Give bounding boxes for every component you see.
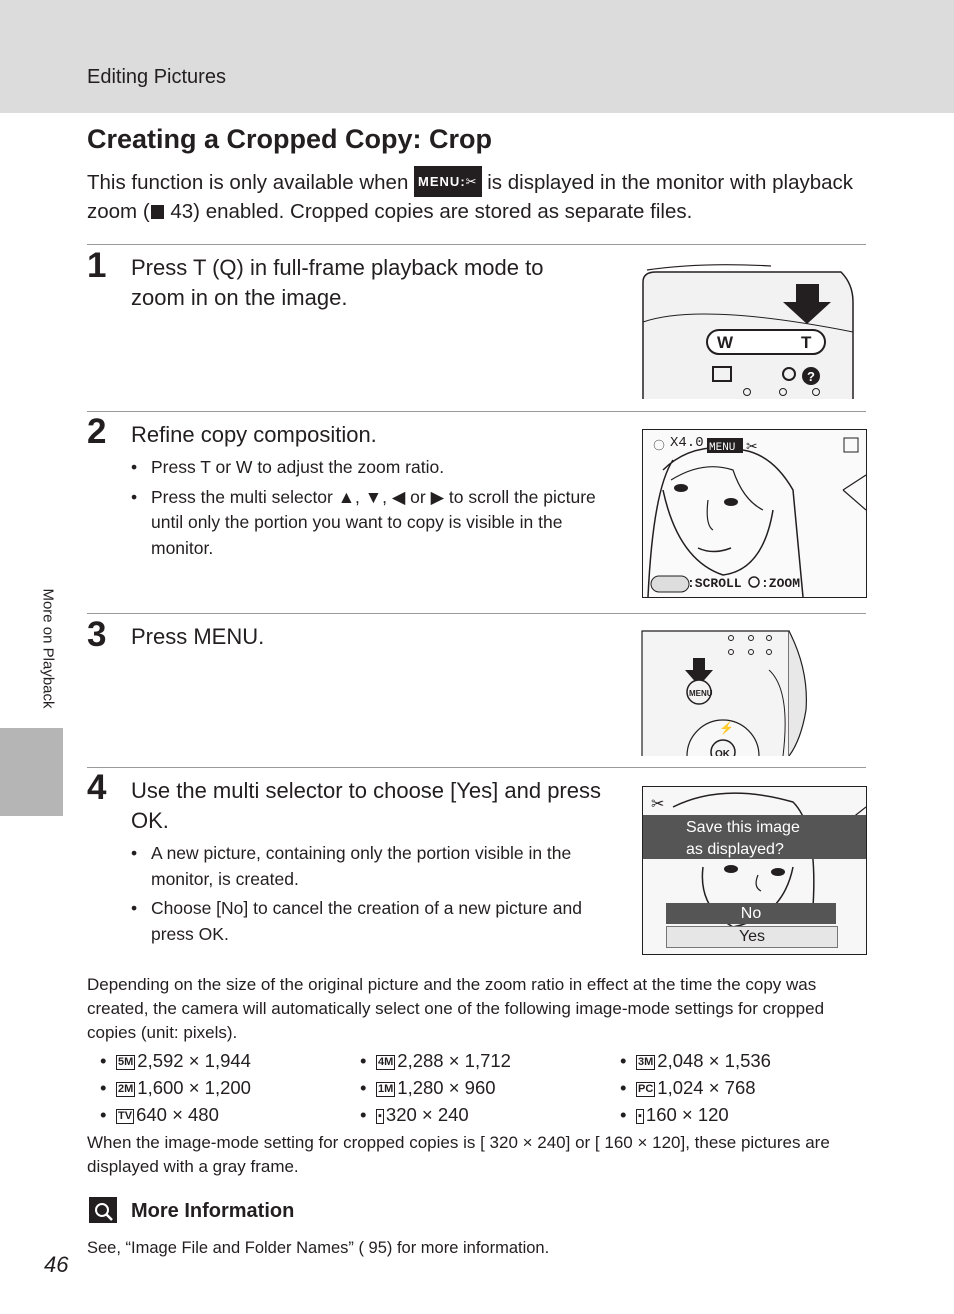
step-number: 1 (87, 246, 107, 285)
divider (87, 244, 866, 245)
dialog-banner (643, 815, 866, 859)
step-number: 2 (87, 412, 107, 451)
step-number: 3 (87, 615, 107, 654)
size-item: PC1,024 × 768 (620, 1077, 755, 1099)
size-item: 2M1,600 × 1,200 (100, 1077, 251, 1099)
page-number: 46 (44, 1252, 69, 1277)
bullet-item: Press T or W to adjust the zoom ratio. (131, 455, 616, 481)
size-item: 5M2,592 × 1,944 (100, 1050, 251, 1072)
svg-text:?: ? (807, 369, 815, 384)
page-title: Creating a Cropped Copy: Crop (87, 124, 493, 154)
step-bullets: A new picture, containing only the porti… (131, 841, 591, 951)
step-number: 4 (87, 768, 107, 807)
page-header (0, 0, 954, 113)
no-option[interactable]: No (666, 903, 836, 924)
bullet-item: Press the multi selector ▲, ▼, ◀ or ▶ to… (131, 485, 616, 562)
zoom-ratio: X4.0 (670, 435, 704, 451)
scroll-label: :SCROLL (687, 576, 742, 591)
reference-icon (150, 205, 164, 219)
yes-option[interactable]: Yes (666, 926, 838, 948)
save-dialog-screen: ✂ Save this image as displayed? No Yes (642, 786, 867, 955)
more-info-text: See, “Image File and Folder Names” ( 95)… (87, 1239, 550, 1257)
bullet-item: Choose [No] to cancel the creation of a … (131, 896, 591, 947)
more-info-title: More Information (131, 1200, 295, 1222)
svg-text:✂: ✂ (746, 438, 758, 454)
image-mode-paragraph: Depending on the size of the original pi… (87, 975, 825, 1042)
camera-zoom-button-illustration: W T ? (641, 262, 854, 399)
size-item: ▪320 × 240 (360, 1104, 469, 1126)
bullet-item: A new picture, containing only the porti… (131, 841, 591, 892)
step-text: Press MENU. (131, 624, 265, 649)
step-text: Use the multi selector to choose [Yes] a… (131, 778, 601, 833)
more-info-icon (88, 1196, 118, 1224)
size-item: 4M2,288 × 1,712 (360, 1050, 511, 1072)
step-text: Press T (Q) in full-frame playback mode … (131, 255, 544, 310)
size-item: 1M1,280 × 960 (360, 1077, 495, 1099)
zoom-label: :ZOOM (761, 576, 801, 591)
step-bullets: Press T or W to adjust the zoom ratio. P… (131, 455, 616, 565)
gray-frame-note: When the image-mode setting for cropped … (87, 1133, 830, 1176)
svg-text:MENU: MENU (689, 689, 713, 698)
svg-text:OK: OK (715, 749, 731, 756)
camera-menu-button-illustration: MENU OK ⚡ (641, 630, 811, 756)
divider (87, 411, 866, 412)
svg-text:✂: ✂ (651, 796, 664, 813)
size-item: ▪160 × 120 (620, 1104, 729, 1126)
zoomed-playback-screen: MENU ✂ X4.0 :SCROLL :ZOOM (642, 429, 867, 598)
svg-text:T: T (801, 333, 812, 352)
menu-crop-icon: MENU:✂ (414, 166, 482, 197)
step-text: Refine copy composition. (131, 422, 377, 447)
side-tab (0, 728, 63, 816)
divider (87, 613, 866, 614)
section-title: Editing Pictures (87, 66, 226, 88)
svg-text:⚡: ⚡ (719, 721, 734, 735)
svg-text:W: W (717, 333, 734, 352)
svg-text:MENU: MENU (709, 442, 735, 454)
dialog-message: Save this image as displayed? (686, 819, 800, 858)
size-item: 3M2,048 × 1,536 (620, 1050, 771, 1072)
intro-paragraph: This function is only available when MEN… (87, 166, 877, 226)
divider (87, 767, 866, 768)
side-label: More on Playback (39, 588, 57, 709)
